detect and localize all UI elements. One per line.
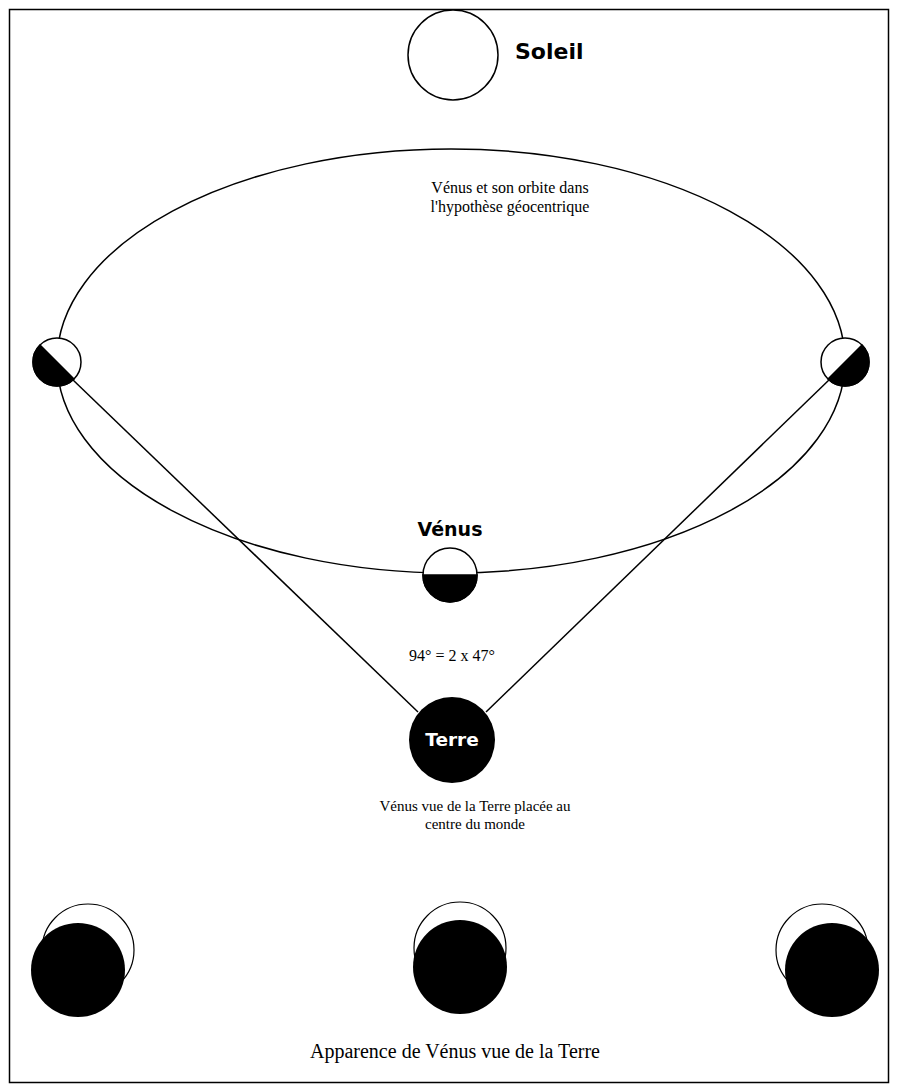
venus-crescent (776, 904, 879, 1017)
venus-crescent (413, 902, 507, 1014)
crescent-shadow (31, 923, 125, 1017)
venus-disc (821, 338, 869, 386)
crescent-shadow (785, 923, 879, 1017)
venus-disc (33, 338, 81, 386)
earth-caption: Vénus vue de la Terre placée au centre d… (360, 797, 590, 833)
venus-node: Vénus (422, 547, 478, 603)
venus-right (821, 338, 869, 386)
crescent-shadow (413, 920, 507, 1014)
venus-disc (423, 548, 477, 602)
venus-node-shape (422, 547, 478, 603)
earth-label: Terre (409, 729, 495, 751)
venus-crescent (31, 904, 134, 1017)
venus-shadow (33, 345, 74, 386)
sight-line (72, 379, 418, 712)
sun-node: Soleil (407, 9, 499, 101)
sun-node-shape (407, 9, 499, 101)
venus-label: Vénus (390, 518, 510, 541)
sun-label: Soleil (515, 39, 584, 65)
figure-caption: Apparence de Vénus vue de la Terre (20, 1040, 890, 1063)
orbit-label: Vénus et son orbite dans l'hypothèse géo… (430, 178, 590, 216)
venus-middle (423, 548, 477, 602)
sight-line (486, 379, 830, 712)
venus-left (33, 338, 81, 386)
sun-disc (408, 10, 498, 100)
earth-node: TerreVénus vue de la Terre placée au cen… (409, 697, 495, 783)
venus-shadow (423, 575, 477, 602)
earth-disc (409, 697, 495, 783)
orbit-ellipse (57, 149, 845, 573)
angle-label: 94° = 2 x 47° (352, 647, 552, 665)
venus-shadow (828, 345, 869, 386)
frame-border (10, 10, 889, 1083)
orbit-node: Vénus et son orbite dans l'hypothèse géo… (56, 148, 846, 574)
